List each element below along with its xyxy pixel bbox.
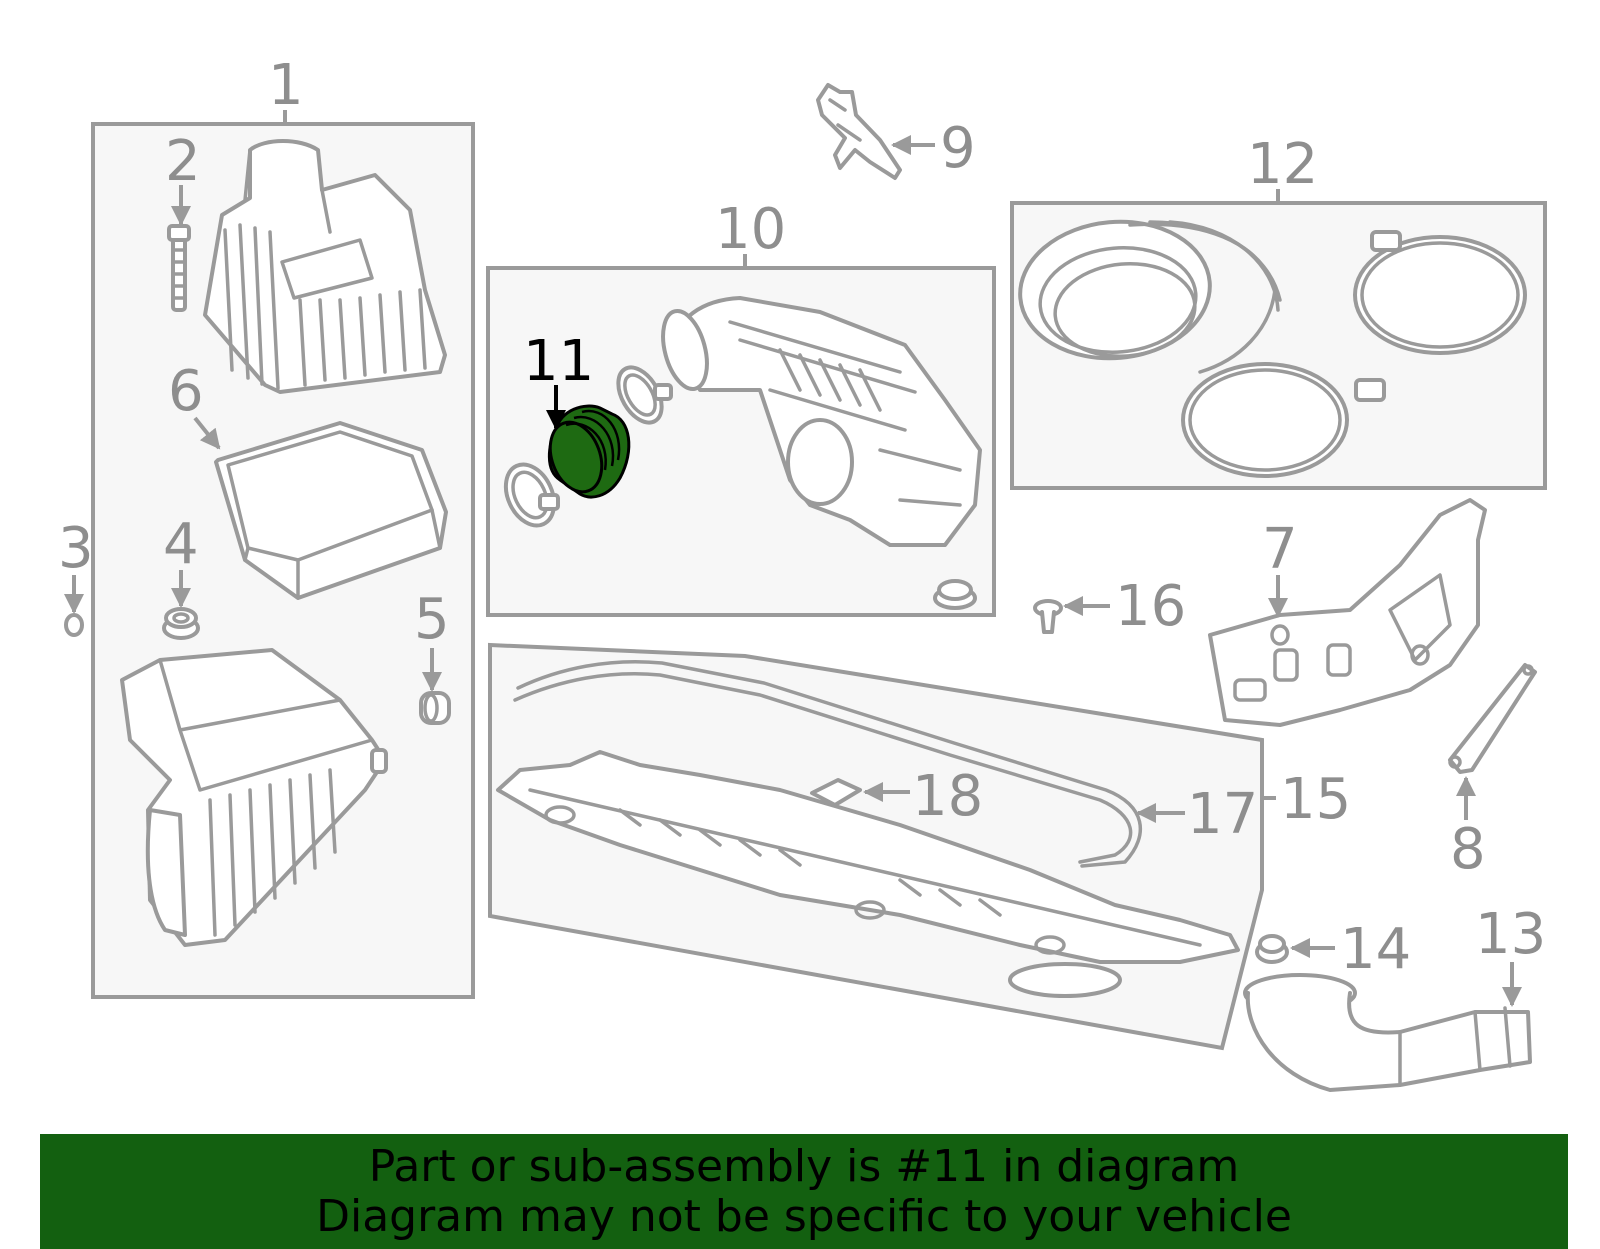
callout-10[interactable]: 10 xyxy=(715,197,786,262)
part-16-push-pin[interactable] xyxy=(1033,599,1063,634)
hose-clamp-left[interactable] xyxy=(497,457,564,534)
callout-12[interactable]: 12 xyxy=(1247,132,1318,197)
part-4-grommet[interactable] xyxy=(162,607,200,640)
callout-6[interactable]: 6 xyxy=(168,359,204,424)
part-11-coupler[interactable] xyxy=(541,404,631,499)
part-12-hose[interactable] xyxy=(1014,214,1282,374)
callout-5[interactable]: 5 xyxy=(414,587,450,652)
flange-nut[interactable] xyxy=(933,579,977,610)
banner-line-2: Diagram may not be specific to your vehi… xyxy=(316,1190,1292,1242)
callout-15[interactable]: 15 xyxy=(1280,767,1351,832)
underbody-shield[interactable] xyxy=(496,750,1240,998)
callout-14[interactable]: 14 xyxy=(1340,917,1411,982)
part-5-bushing[interactable] xyxy=(419,691,451,725)
callout-13[interactable]: 13 xyxy=(1475,902,1546,967)
info-banner: Part or sub-assembly is #11 in diagram D… xyxy=(40,1134,1568,1249)
callout-9[interactable]: 9 xyxy=(940,116,976,181)
part-14-nut[interactable] xyxy=(1255,934,1289,964)
callout-4[interactable]: 4 xyxy=(163,512,199,577)
callout-7[interactable]: 7 xyxy=(1262,517,1298,582)
callout-2[interactable]: 2 xyxy=(165,129,201,194)
part-7-support-bracket[interactable] xyxy=(1208,498,1487,727)
banner-line-1: Part or sub-assembly is #11 in diagram xyxy=(368,1140,1240,1192)
part-2-bolt[interactable] xyxy=(167,224,191,312)
part-12-clamp-small[interactable] xyxy=(1181,362,1386,478)
part-6-air-filter[interactable] xyxy=(214,421,448,600)
callout-11[interactable]: 11 xyxy=(523,329,594,394)
callout-16[interactable]: 16 xyxy=(1115,574,1186,639)
callout-3[interactable]: 3 xyxy=(58,516,94,581)
part-18-pad[interactable] xyxy=(810,778,862,807)
hose-clamp-right[interactable] xyxy=(609,360,673,430)
part-17-seal-strip[interactable] xyxy=(513,659,1142,868)
part-13-elbow-duct[interactable] xyxy=(1243,973,1532,1092)
callout-8[interactable]: 8 xyxy=(1450,817,1486,882)
air-cleaner-upper-housing[interactable] xyxy=(203,139,447,394)
part-3-cap[interactable] xyxy=(64,613,84,637)
part-12-clamp-large[interactable] xyxy=(1353,230,1527,355)
air-cleaner-lower-housing[interactable] xyxy=(120,648,388,947)
part-10-intake-duct[interactable] xyxy=(655,296,982,547)
callout-17[interactable]: 17 xyxy=(1187,782,1258,847)
callout-1[interactable]: 1 xyxy=(268,53,304,118)
callout-18[interactable]: 18 xyxy=(912,764,983,829)
part-8-strut[interactable] xyxy=(1448,663,1537,774)
part-9-bracket[interactable] xyxy=(816,83,902,180)
